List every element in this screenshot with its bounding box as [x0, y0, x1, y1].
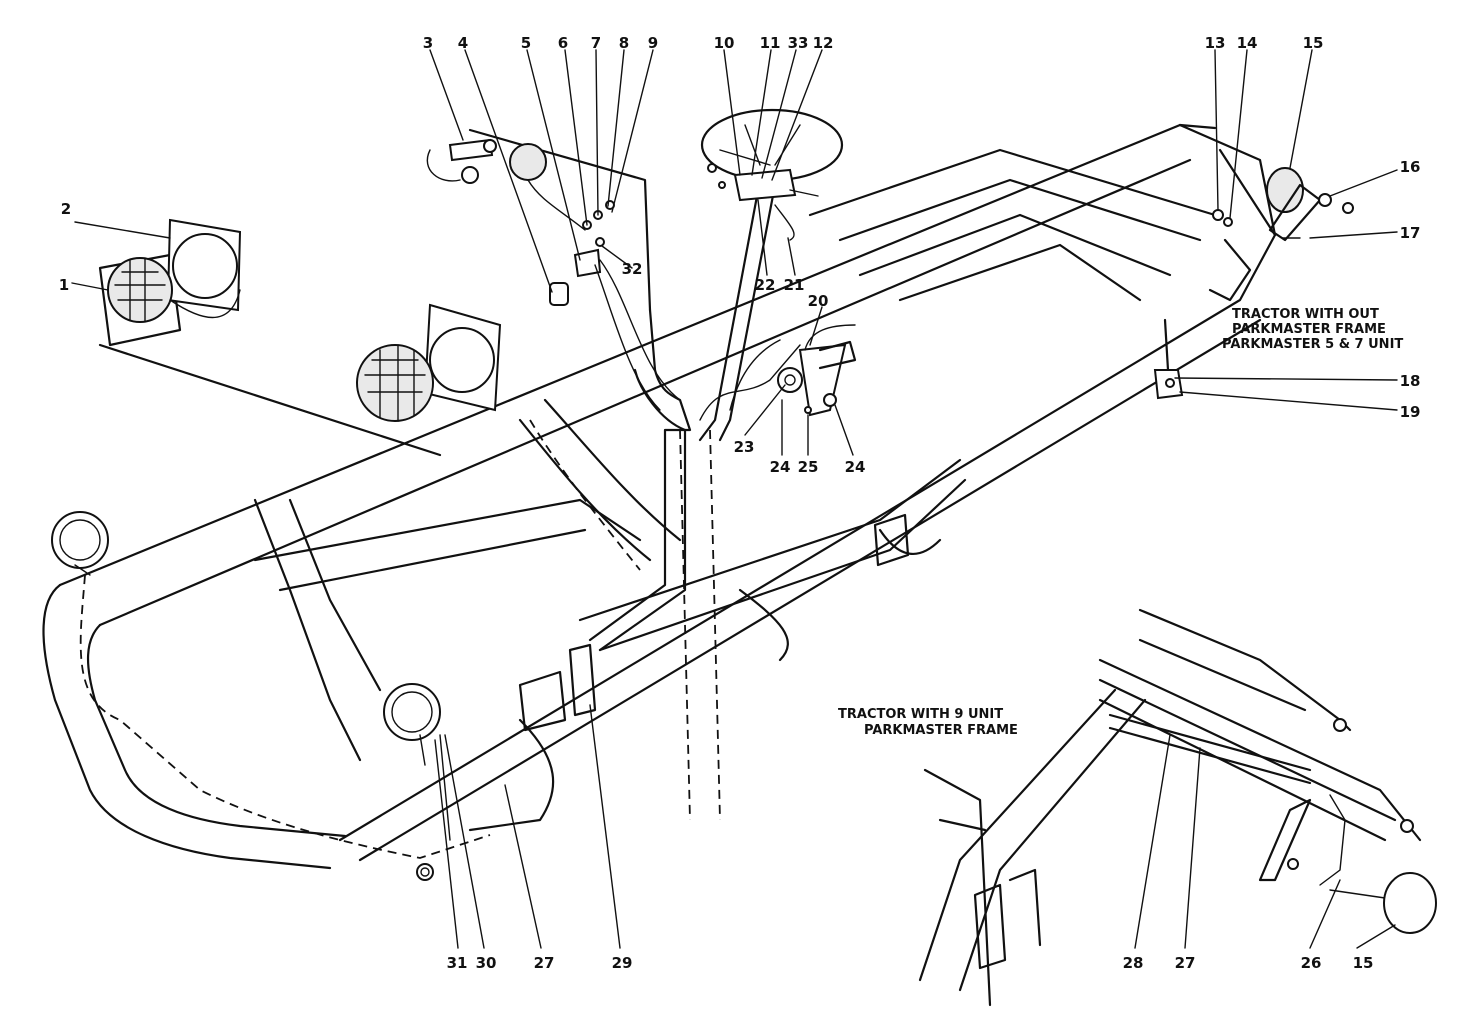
caption-top-2: PARKMASTER FRAME — [1232, 322, 1386, 337]
main-harness — [588, 308, 692, 642]
callout-8: 8 — [619, 34, 629, 52]
bumper-harness — [79, 574, 491, 859]
caption-top-3: PARKMASTER 5 & 7 UNIT — [1222, 337, 1403, 352]
caption-bottom-1: TRACTOR WITH 9 UNIT — [838, 707, 1003, 722]
instrument-panel — [426, 128, 681, 411]
callout-24-right: 24 — [845, 458, 866, 476]
caption-bottom-2: PARKMASTER FRAME — [864, 723, 1018, 738]
callout-17: 17 — [1400, 224, 1421, 242]
callout-26: 26 — [1301, 954, 1322, 972]
callout-4: 4 — [458, 34, 468, 52]
callout-25: 25 — [798, 458, 819, 476]
callout-27-main: 27 — [534, 954, 555, 972]
headlight-right-assembly — [356, 303, 502, 422]
rear-lamp-assembly — [1153, 167, 1354, 400]
callout-leaders — [71, 49, 1398, 949]
callout-31: 31 — [447, 954, 468, 972]
callout-14: 14 — [1237, 34, 1258, 52]
callout-6: 6 — [558, 34, 568, 52]
callout-2: 2 — [61, 200, 71, 218]
callout-21: 21 — [784, 276, 805, 294]
callout-1: 1 — [59, 276, 69, 294]
horn-relay-assembly — [729, 324, 857, 417]
callout-30: 30 — [476, 954, 497, 972]
callout-13: 13 — [1205, 34, 1226, 52]
callout-32: 32 — [622, 260, 643, 278]
gauge-icon — [509, 143, 547, 181]
headlight-right-lens — [356, 344, 434, 422]
front-right-lamp — [383, 683, 451, 881]
callout-29: 29 — [612, 954, 633, 972]
callout-15-bottom: 15 — [1353, 954, 1374, 972]
callout-16: 16 — [1400, 158, 1421, 176]
callout-9: 9 — [648, 34, 658, 52]
headlight-left-assembly — [98, 218, 242, 347]
tractor-frame — [42, 123, 1277, 870]
steering-wheel — [700, 108, 844, 182]
callout-5: 5 — [521, 34, 531, 52]
callout-33: 33 — [788, 34, 809, 52]
callout-27-inset: 27 — [1175, 954, 1196, 972]
callout-12: 12 — [813, 34, 834, 52]
callout-23: 23 — [734, 438, 755, 456]
callout-20: 20 — [808, 292, 829, 310]
steering-column — [698, 108, 844, 442]
callout-15-top: 15 — [1303, 34, 1324, 52]
captions: TRACTOR WITH OUT PARKMASTER FRAME PARKMA… — [838, 307, 1403, 738]
parkmaster-frame-inset — [918, 608, 1437, 1007]
callout-28: 28 — [1123, 954, 1144, 972]
callout-3: 3 — [423, 34, 433, 52]
caption-top-1: TRACTOR WITH OUT — [1232, 307, 1379, 322]
callout-numbers: 1 2 3 4 5 6 7 8 9 10 11 33 12 13 14 15 1… — [59, 34, 1421, 972]
callout-10: 10 — [714, 34, 735, 52]
callout-18: 18 — [1400, 372, 1421, 390]
callout-7: 7 — [591, 34, 601, 52]
callout-24-left: 24 — [770, 458, 791, 476]
callout-11: 11 — [760, 34, 781, 52]
headlight-left-lens — [107, 257, 173, 323]
callout-19: 19 — [1400, 403, 1421, 421]
front-left-lamp — [51, 511, 109, 576]
callout-22: 22 — [755, 276, 776, 294]
